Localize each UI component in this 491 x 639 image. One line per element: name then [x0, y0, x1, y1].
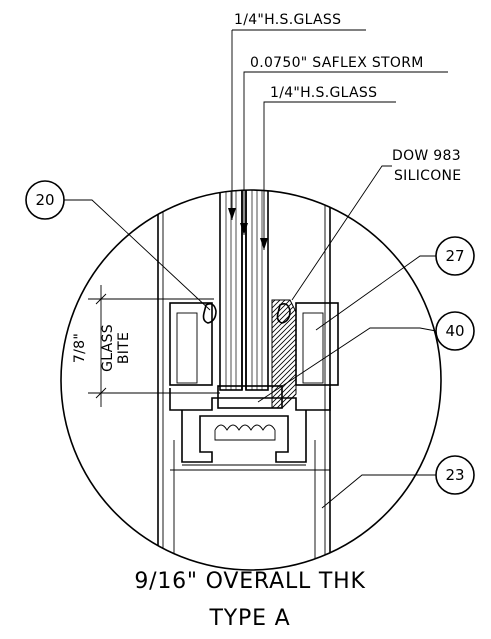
section-geometry [157, 190, 339, 570]
callout-40-number: 40 [445, 322, 464, 340]
glass-leaders [228, 29, 448, 250]
bite-value: 7/8" [72, 333, 88, 363]
glass-bottom-label: 1/4"H.S.GLASS [270, 85, 377, 101]
bite-label-line1: GLASS [100, 324, 116, 372]
glass-top-label: 1/4"H.S.GLASS [234, 12, 341, 28]
interlayer-label: 0.0750" SAFLEX STORM [250, 55, 424, 71]
callout-20-number: 20 [35, 191, 54, 209]
silicone-label-line1: DOW 983 [392, 148, 461, 164]
bite-label-line2: BITE [116, 332, 132, 364]
callout-27-number: 27 [445, 247, 464, 265]
callout-20-leader [64, 199, 211, 311]
glass-bite-dimension [88, 285, 220, 407]
caption-line1: 9/16" OVERALL THK [134, 569, 365, 594]
detail-circle [60, 189, 442, 571]
callout-40-leader [257, 327, 437, 403]
callout-23-number: 23 [445, 466, 464, 484]
caption-line2: TYPE A [209, 606, 291, 631]
silicone-label-line2: SILICONE [394, 168, 461, 184]
callout-27-leader [315, 255, 436, 331]
callout-23-leader [321, 474, 436, 509]
silicone-leader [291, 165, 392, 301]
